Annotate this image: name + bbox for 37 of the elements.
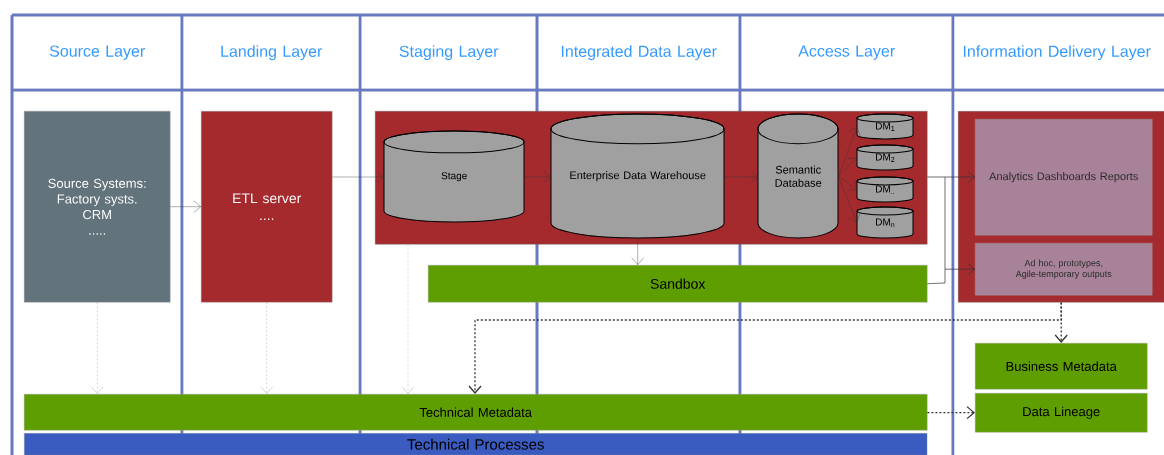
database-cylinder: Semantic Database [757, 113, 839, 239]
arrow [260, 302, 273, 394]
arrow [838, 176, 857, 191]
arrow [838, 176, 861, 223]
arrow [91, 302, 104, 394]
arrow [332, 170, 384, 184]
database-cylinder: Enterprise Data Warehouse [550, 113, 725, 239]
analytics-box: Analytics Dashboards Reports [975, 119, 1153, 236]
data-mart-cylinder: DM$_{1}$ [856, 113, 914, 140]
layer-header: Staging Layer [399, 45, 499, 61]
source-box: Source Systems: Factory systs. CRM ..... [24, 111, 171, 303]
arrow [724, 170, 758, 184]
arrow [170, 200, 201, 213]
arrow [401, 244, 415, 394]
metadata-bar: Technical Metadata [24, 394, 928, 431]
database-cylinder: Stage [383, 130, 525, 223]
arrow [838, 157, 857, 177]
adhoc-box: Ad hoc, prototypes, Agile-temporary outputs [975, 243, 1153, 296]
arrow [927, 263, 975, 284]
lineage-box: Data Lineage [975, 393, 1148, 433]
layer-header: Information Delivery Layer [963, 45, 1151, 61]
arrow [468, 301, 1062, 394]
sandbox-bar: Sandbox [428, 265, 928, 303]
data-mart-cylinder: DM$_{..}$ [856, 176, 914, 203]
process-bar: Technical Processes [24, 433, 928, 455]
arrow [926, 405, 975, 420]
arrow [838, 126, 861, 177]
server-box: ETL server .... [201, 111, 333, 303]
arrow [524, 170, 551, 184]
data-mart-cylinder: DM$_{n}$ [856, 206, 914, 239]
arrow [631, 238, 644, 265]
layer-header: Integrated Data Layer [561, 45, 717, 61]
metadata-box: Business Metadata [975, 343, 1148, 390]
layer-header: Landing Layer [221, 45, 323, 61]
layer-header: Source Layer [49, 45, 145, 60]
layer-header: Access Layer [798, 45, 895, 60]
data-mart-cylinder: DM$_{2}$ [856, 144, 914, 171]
